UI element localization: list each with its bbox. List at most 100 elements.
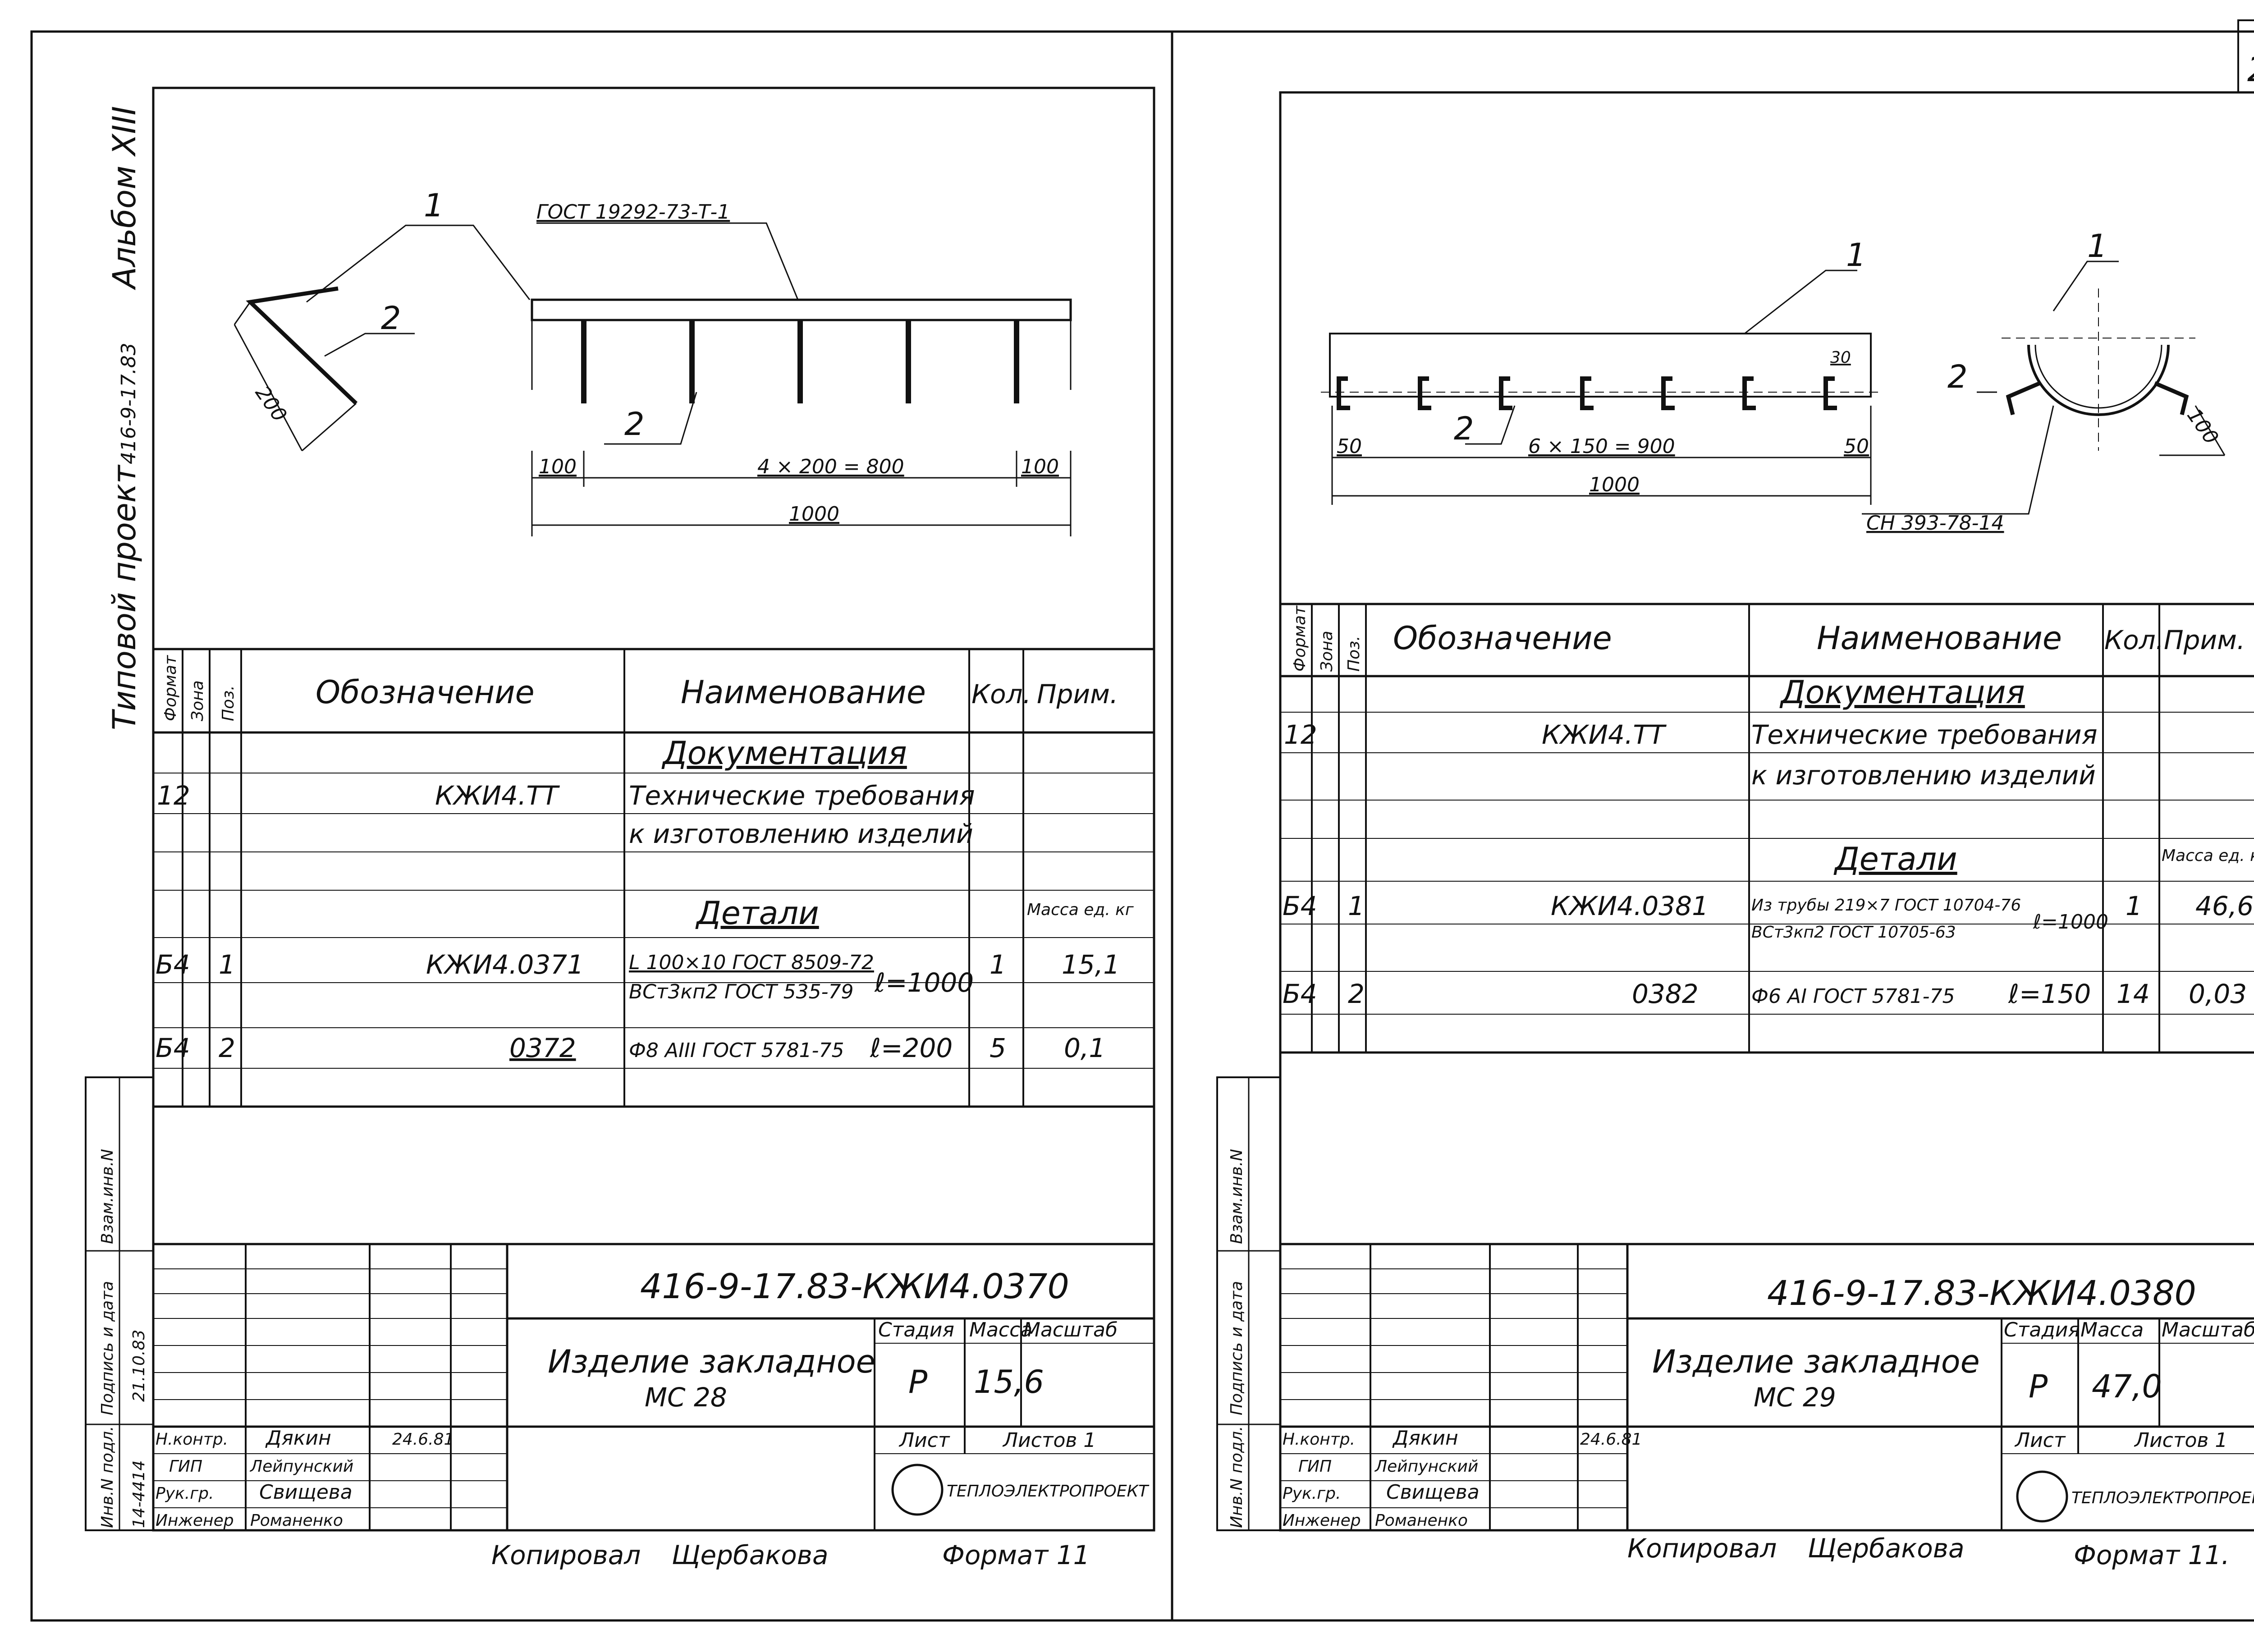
right-strip-inv: Инв.N подл. xyxy=(1228,1426,1246,1528)
right-callout-2a: 2 xyxy=(1454,410,1474,447)
right-name-0: Дякин xyxy=(1392,1427,1458,1450)
right-header-poz: Поз. xyxy=(1345,636,1363,672)
right-strip-vzam: Взам.инв.N xyxy=(1228,1149,1246,1244)
right-mass-label: Масса ед. кг xyxy=(2162,847,2254,865)
left-stamp-strip xyxy=(85,1076,154,1531)
right-stadiya: Р xyxy=(2029,1368,2048,1405)
left-drawing xyxy=(234,222,1072,536)
left-row2-len: ℓ=1000 xyxy=(874,967,974,998)
right-callout-2b: 2 xyxy=(1947,358,1968,395)
right-listov-label: Листов 1 xyxy=(2134,1429,2227,1452)
left-strip-inv: Инв.N подл. xyxy=(98,1426,117,1528)
right-role-3: Инженер xyxy=(1283,1511,1361,1530)
right-kopiroval-name: Щербакова xyxy=(1808,1533,1965,1564)
right-name-1: Лейпунский xyxy=(1374,1457,1478,1476)
left-role-0: Н.контр. xyxy=(156,1430,228,1449)
left-header-kol: Кол. xyxy=(971,679,1031,709)
right-header-zona: Зона xyxy=(1318,631,1336,672)
right-spec-table-grid xyxy=(1280,603,2254,1054)
right-name-3: Романенко xyxy=(1375,1511,1468,1530)
left-strip-handwritten-date: 21.10.83 xyxy=(130,1330,148,1402)
left-spec-table-grid xyxy=(153,648,1154,1108)
right-row2-format: Б4 xyxy=(1283,891,1317,921)
right-row3-format: Б4 xyxy=(1283,979,1317,1009)
left-header-naimenovanie: Наименование xyxy=(681,674,926,711)
left-row1-name1: Технические требования xyxy=(629,780,975,811)
left-callout-2a: 2 xyxy=(381,300,401,337)
left-strip-vzam: Взам.инв.N xyxy=(98,1149,117,1244)
left-row3-prim: 0,1 xyxy=(1064,1033,1105,1063)
left-dim-span: 4 × 200 = 800 xyxy=(757,455,904,478)
right-header-prim: Прим. xyxy=(2164,625,2245,655)
left-dim-100-right: 100 xyxy=(1021,455,1059,478)
right-masshtab-label: Масштаб xyxy=(2162,1318,2254,1341)
left-mass-label: Масса ед. кг xyxy=(1027,901,1134,919)
left-gost-label: ГОСТ 19292-73-Т-1 xyxy=(536,201,730,224)
left-massa-label: Масса xyxy=(969,1318,1032,1341)
right-row3-name1: Ф6 АI ГОСТ 5781-75 xyxy=(1751,985,1955,1008)
left-kopiroval-name: Щербакова xyxy=(672,1540,829,1570)
right-row2-designation: КЖИ4.0381 xyxy=(1551,891,1709,921)
left-row2-poz: 1 xyxy=(219,949,235,980)
left-role-1: ГИП xyxy=(169,1457,202,1476)
left-date: 24.6.81 xyxy=(392,1430,454,1449)
right-row1-designation: КЖИ4.ТТ xyxy=(1542,719,1667,750)
left-row2-designation: КЖИ4.0371 xyxy=(426,949,584,980)
left-section-docs: Документация xyxy=(661,735,907,772)
left-title-block-grid xyxy=(153,1243,1154,1530)
right-row3-poz: 2 xyxy=(1348,979,1365,1009)
left-name-3: Романенко xyxy=(250,1511,343,1530)
right-row3-len: ℓ=150 xyxy=(2008,979,2091,1009)
right-callout-1b: 1 xyxy=(2087,228,2107,265)
right-row2-name2: ВСт3кп2 ГОСТ 10705-63 xyxy=(1751,923,1956,942)
left-row3-format: Б4 xyxy=(156,1033,190,1063)
left-callout-2b: 2 xyxy=(624,406,645,443)
left-format: Формат 11 xyxy=(942,1540,1090,1570)
left-name-0: Дякин xyxy=(265,1427,331,1450)
left-header-poz: Поз. xyxy=(219,685,238,721)
right-hooks xyxy=(1337,376,1837,410)
album-code-label: 416-9-17.83 xyxy=(117,343,140,464)
right-massa: 47,0 xyxy=(2092,1368,2162,1405)
right-kopiroval: Копировал xyxy=(1627,1533,1777,1564)
right-role-1: ГИП xyxy=(1298,1457,1332,1476)
right-callout-1a: 1 xyxy=(1846,237,1866,274)
right-name-2: Свищева xyxy=(1386,1481,1480,1504)
left-listov-label: Листов 1 xyxy=(1002,1429,1096,1452)
right-row2-kol: 1 xyxy=(2126,891,2142,921)
right-doc-code: 416-9-17.83-КЖИ4.0380 xyxy=(1767,1273,2196,1313)
left-header-zona: Зона xyxy=(188,680,207,721)
sheet-left: ГОСТ 19292-73-Т-1 1 2 2 200 100 4 × 200 … xyxy=(85,87,1155,1570)
left-row2-kol: 1 xyxy=(990,949,1006,980)
right-org: ТЕПЛОЭЛЕКТРОПРОЕКТ xyxy=(2071,1489,2254,1507)
left-row2-name2: ВСт3кп2 ГОСТ 535-79 xyxy=(629,980,853,1003)
left-name-2: Свищева xyxy=(259,1481,353,1504)
right-header-oboznachenie: Обозначение xyxy=(1393,620,1612,657)
right-role-2: Рук.гр. xyxy=(1283,1484,1341,1503)
left-kopiroval: Копировал xyxy=(491,1540,641,1570)
right-row2-name1: Из трубы 219×7 ГОСТ 10704-76 xyxy=(1751,896,2021,915)
outer-frame xyxy=(30,19,2254,1622)
left-rods xyxy=(581,320,1019,403)
right-stadiya-label: Стадия xyxy=(2004,1318,2080,1341)
left-strip-podpis: Подпись и дата xyxy=(98,1281,117,1415)
left-strip-handwritten-num: 14-4414 xyxy=(130,1460,148,1528)
right-row3-prim: 0,03 xyxy=(2189,979,2247,1009)
right-list-label: Лист xyxy=(2014,1429,2066,1452)
right-title-block-grid xyxy=(1280,1243,2254,1530)
right-section-docs: Документация xyxy=(1779,674,2025,711)
right-drawing xyxy=(1321,261,2226,515)
album-side-label: Типовой проект 416-9-17.83 Альбом XIII xyxy=(106,106,143,730)
left-item-mark: МС 28 xyxy=(645,1382,727,1413)
left-role-3: Инженер xyxy=(156,1511,234,1530)
left-row2-prim: 15,1 xyxy=(1062,949,1120,980)
right-row1-name1: Технические требования xyxy=(1751,719,2098,750)
left-stadiya-label: Стадия xyxy=(878,1318,954,1341)
left-role-2: Рук.гр. xyxy=(156,1484,214,1503)
left-dim-total: 1000 xyxy=(789,503,839,526)
album-project-label: Типовой проект xyxy=(106,464,143,730)
right-row2-len: ℓ=1000 xyxy=(2033,911,2108,934)
left-callout-1: 1 xyxy=(424,187,444,224)
right-dim-30: 30 xyxy=(1830,348,1851,367)
